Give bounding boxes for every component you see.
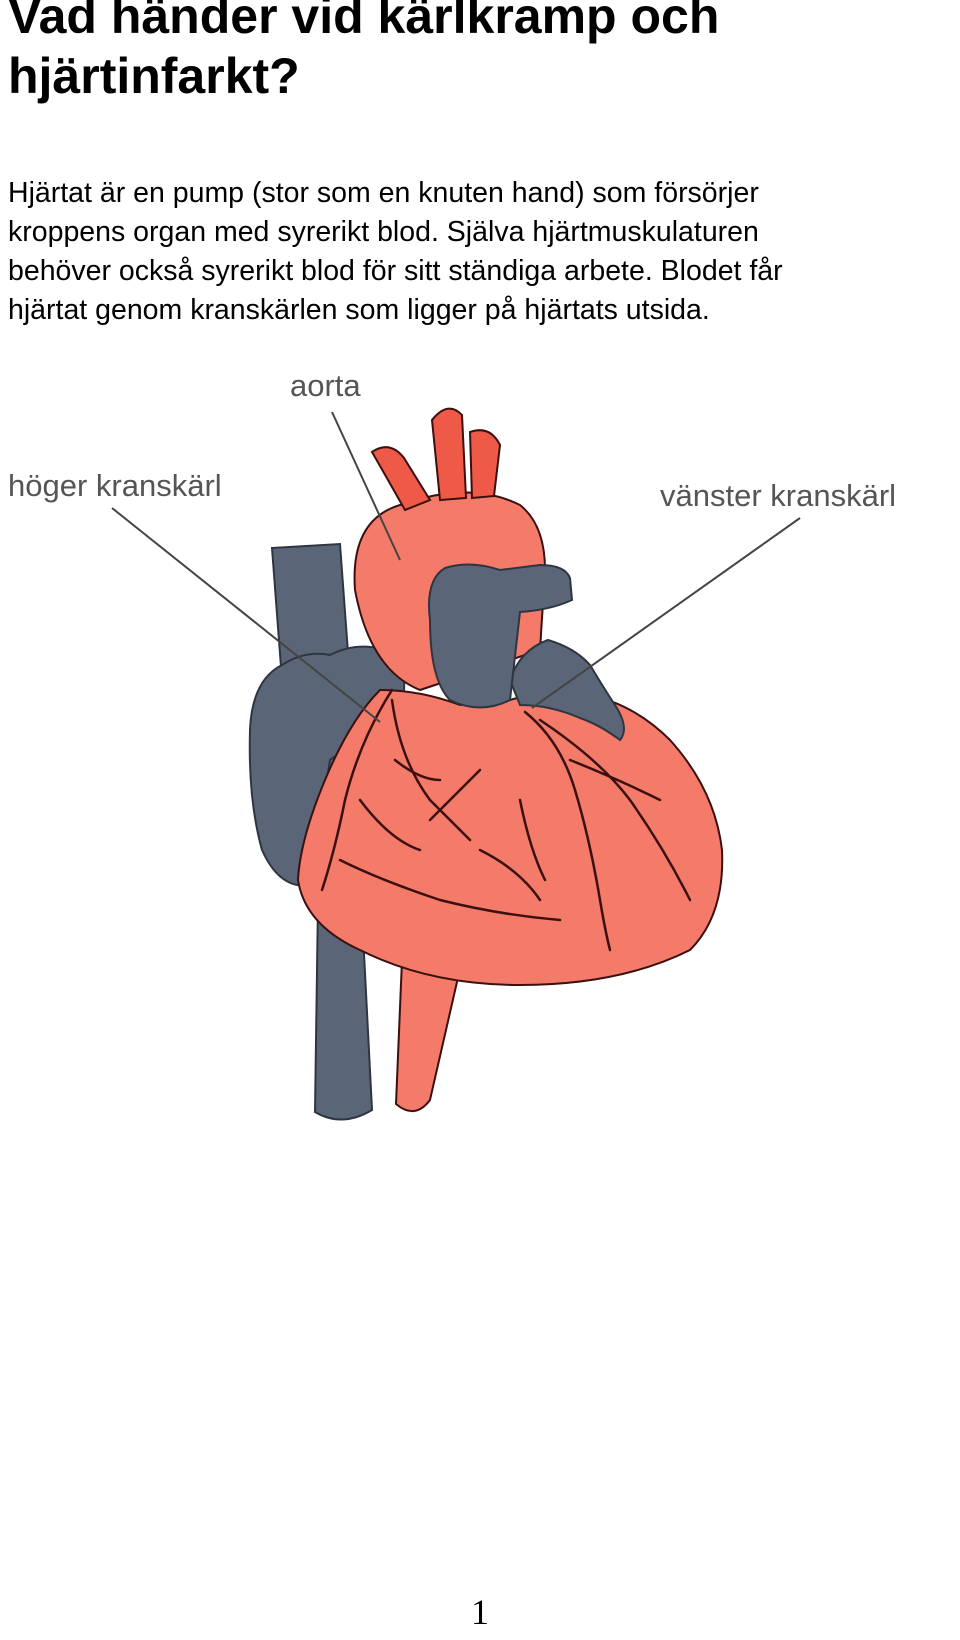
aortic-branch (370, 446, 432, 512)
intro-line: behöver också syrerikt blod för sitt stä… (8, 255, 783, 287)
aortic-branch (468, 429, 502, 500)
intro-paragraph: Hjärtat är en pump (stor som en knuten h… (8, 174, 956, 330)
intro-line: Hjärtat är en pump (stor som en knuten h… (8, 177, 759, 209)
intro-line: hjärtat genom kranskärlen som ligger på … (8, 294, 710, 326)
label-left-coronary: vänster kranskärl (660, 478, 896, 513)
label-right-coronary: höger kranskärl (8, 468, 222, 503)
descending-aorta (394, 959, 464, 1112)
left-atrium (508, 638, 625, 742)
intro-line: kroppens organ med syrerikt blod. Själva… (8, 216, 759, 248)
coronary-vessels (320, 688, 692, 952)
heart-diagram: aorta höger kranskärl vänster kranskärl (0, 340, 960, 1140)
page-number: 1 (471, 1592, 489, 1632)
heart-illustration: aorta höger kranskärl vänster kranskärl (8, 368, 896, 1121)
heart-ventricles (296, 688, 724, 987)
pulmonary-trunk (428, 563, 574, 709)
pointer-left-coronary (531, 517, 801, 709)
label-aorta: aorta (290, 368, 361, 403)
pointer-aorta (331, 411, 401, 561)
page-title: Vad händer vid kärlkramp och hjärtinfark… (8, 0, 720, 104)
pointer-right-coronary (111, 507, 381, 723)
label-pointers (111, 411, 801, 723)
aortic-branch (430, 407, 468, 502)
